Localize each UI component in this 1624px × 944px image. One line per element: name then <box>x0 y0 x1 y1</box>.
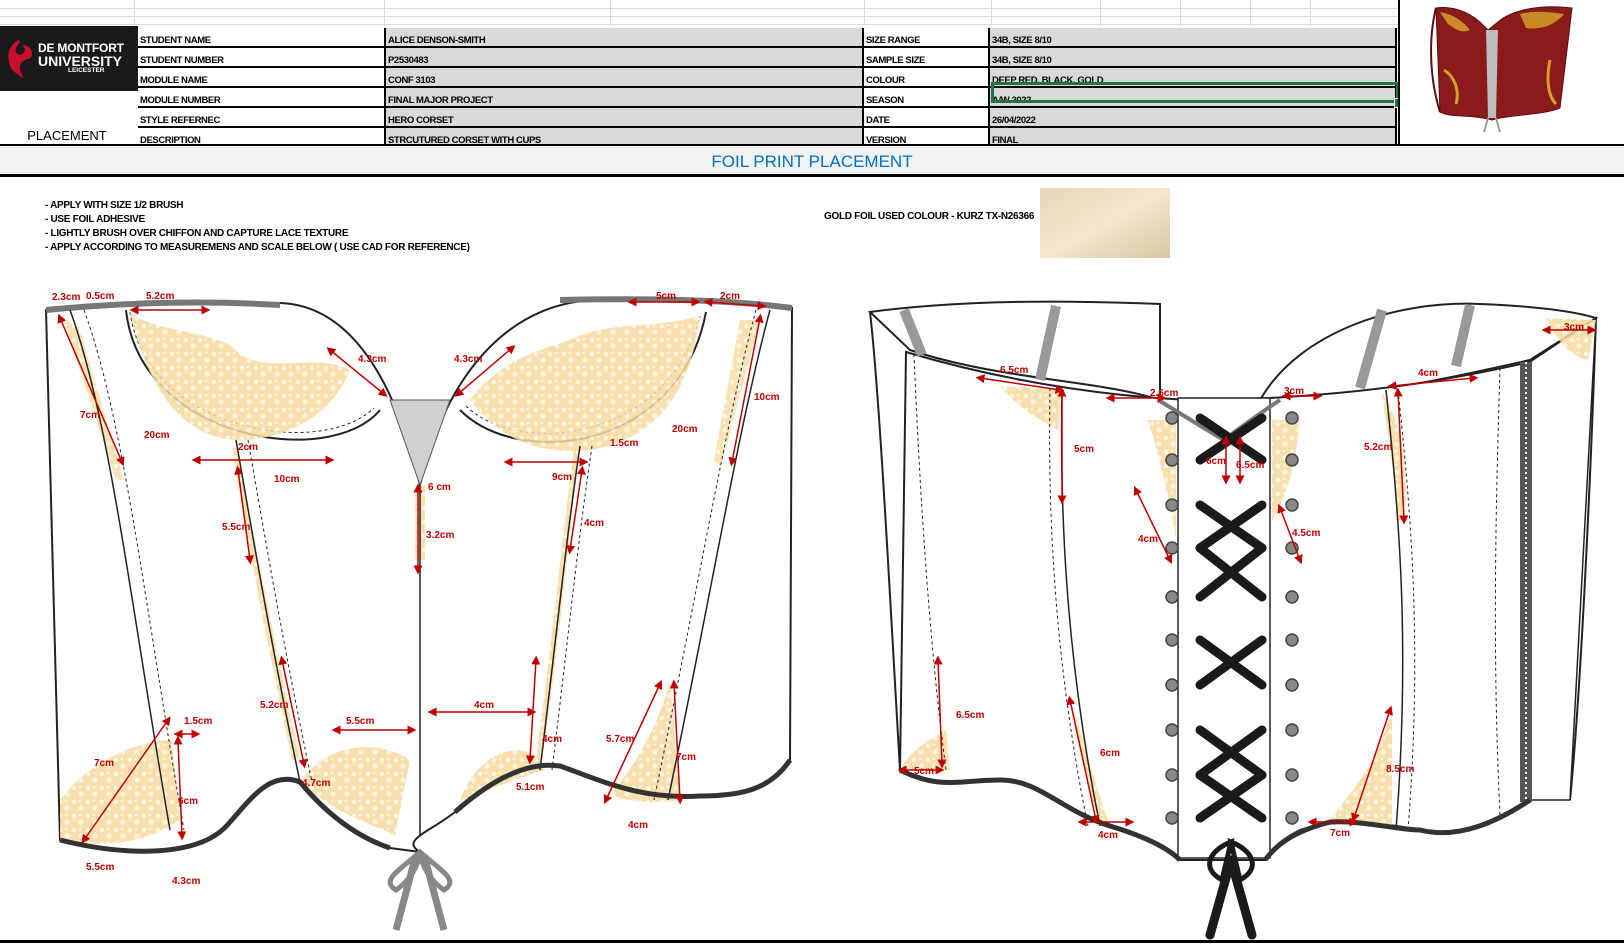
corset-technical-drawing: 2.3cm 0.5cm 5.2cm 5cm 2cm 4.3cm 4.3cm 10… <box>44 291 1599 940</box>
back-measure-labels: 3cm 6.5cm 2.6cm 3cm 4cm 5cm 6cm 6.5cm 5.… <box>914 322 1584 841</box>
sample-size-value[interactable]: 34B, SIZE 8/10 <box>989 47 1397 68</box>
measure-label: 7cm <box>676 752 696 763</box>
sample-size-label[interactable]: SAMPLE SIZE <box>863 47 990 68</box>
measure-label: 6.5cm <box>1000 365 1028 376</box>
module-name-label[interactable]: MODULE NAME <box>138 67 386 88</box>
colour-label[interactable]: COLOUR <box>863 67 990 88</box>
front-view: 2.3cm 0.5cm 5.2cm 5cm 2cm 4.3cm 4.3cm 10… <box>44 291 794 931</box>
instruction-item: - APPLY WITH SIZE 1/2 BRUSH <box>45 200 184 211</box>
measure-label: 6cm <box>1100 748 1120 759</box>
selected-cell-outline[interactable] <box>991 82 1399 103</box>
measure-label: 20cm <box>144 430 170 441</box>
measure-label: 5.5cm <box>86 862 114 873</box>
back-view: 3cm 6.5cm 2.6cm 3cm 4cm 5cm 6cm 6.5cm 5.… <box>867 300 1599 940</box>
measure-label: 5cm <box>656 291 676 302</box>
measure-label: 4cm <box>1138 534 1158 545</box>
measure-label: 5.2cm <box>1364 442 1392 453</box>
corset-reference-image <box>1398 0 1624 144</box>
season-label[interactable]: SEASON <box>863 87 990 108</box>
measure-label: 6cm <box>1206 456 1226 467</box>
measure-label: 7cm <box>94 758 114 769</box>
module-name-value[interactable]: CONF 3103 <box>385 67 864 88</box>
style-reference-value[interactable]: HERO CORSET <box>385 107 864 128</box>
measure-label: 9cm <box>552 472 572 483</box>
measure-label: 4cm <box>628 820 648 831</box>
measure-label: 5.5cm <box>346 716 374 727</box>
measure-label: 5.2cm <box>146 291 174 302</box>
table-row: STUDENT NAME ALICE DENSON-SMITH SIZE RAN… <box>138 28 1397 48</box>
university-logo: DE MONTFORT UNIVERSITY LEICESTER <box>0 26 138 91</box>
measure-label: 5.1cm <box>516 782 544 793</box>
measure-label: 6cm <box>178 796 198 807</box>
measure-label: 8.5cm <box>1386 764 1414 775</box>
foil-colour-label: GOLD FOIL USED COLOUR - KURZ TX-N26366 <box>824 211 1035 222</box>
measure-label: 4.3cm <box>358 354 386 365</box>
measure-label: 6 cm <box>428 482 451 493</box>
date-label[interactable]: DATE <box>863 107 990 128</box>
placement-label: PLACEMENT <box>27 128 107 143</box>
measure-label: 20cm <box>672 424 698 435</box>
measure-label: 0.5cm <box>86 291 114 302</box>
measure-label: 5cm <box>1074 444 1094 455</box>
student-number-label[interactable]: STUDENT NUMBER <box>138 47 386 68</box>
wyvern-crest-icon <box>8 39 32 78</box>
date-value[interactable]: 26/04/2022 <box>989 107 1397 128</box>
measure-label: 2.3cm <box>52 292 80 303</box>
measure-label: 2cm <box>238 442 258 453</box>
measure-label: 4.5cm <box>1292 528 1320 539</box>
page-bottom-rule <box>0 940 1624 943</box>
measure-label: 4.7cm <box>302 778 330 789</box>
instruction-item: - LIGHTLY BRUSH OVER CHIFFON AND CAPTURE… <box>45 228 349 239</box>
size-range-value[interactable]: 34B, SIZE 8/10 <box>989 28 1397 48</box>
student-name-label[interactable]: STUDENT NAME <box>138 28 386 48</box>
instruction-item: - APPLY ACCORDING TO MEASUREMENS AND SCA… <box>45 242 470 253</box>
logo-line-3: LEICESTER <box>68 67 105 75</box>
instructions-list: - APPLY WITH SIZE 1/2 BRUSH - USE FOIL A… <box>45 199 470 255</box>
instruction-item: - USE FOIL ADHESIVE <box>45 214 145 225</box>
measure-label: 3cm <box>1284 386 1304 397</box>
module-number-label[interactable]: MODULE NUMBER <box>138 87 386 108</box>
measure-label: 10cm <box>274 474 300 485</box>
student-number-value[interactable]: P2530483 <box>385 47 864 68</box>
measure-label: 3.2cm <box>426 530 454 541</box>
measure-label: 2.6cm <box>1150 388 1178 399</box>
section-title: FOIL PRINT PLACEMENT <box>711 152 913 171</box>
measure-label: 7cm <box>80 410 100 421</box>
size-range-label[interactable]: SIZE RANGE <box>863 28 990 48</box>
logo-line-2: UNIVERSITY <box>38 53 123 70</box>
front-measure-labels: 2.3cm 0.5cm 5.2cm 5cm 2cm 4.3cm 4.3cm 10… <box>52 291 780 887</box>
measure-label: 2cm <box>720 291 740 302</box>
table-row: STUDENT NUMBER P2530483 SAMPLE SIZE 34B,… <box>138 47 1397 68</box>
gold-foil-swatch <box>1040 188 1170 258</box>
student-name-value[interactable]: ALICE DENSON-SMITH <box>385 28 864 48</box>
measure-label: 7cm <box>1330 828 1350 839</box>
measure-label: 5.7cm <box>606 734 634 745</box>
measure-label: 5.5cm <box>222 522 250 533</box>
measure-label: 1.5cm <box>184 716 212 727</box>
measure-label: 4cm <box>474 700 494 711</box>
measure-label: 5.2cm <box>260 700 288 711</box>
style-reference-label[interactable]: STYLE REFERNEC <box>138 107 386 128</box>
table-row: STYLE REFERNEC HERO CORSET DATE 26/04/20… <box>138 107 1397 128</box>
measure-label: 3cm <box>1564 322 1584 333</box>
measure-label: 4.3cm <box>454 354 482 365</box>
module-number-value[interactable]: FINAL MAJOR PROJECT <box>385 87 864 108</box>
measure-label: 6.5cm <box>1236 460 1264 471</box>
measure-label: 4cm <box>1418 368 1438 379</box>
spreadsheet-grid <box>0 0 1398 26</box>
logo-line-1: DE MONTFORT <box>38 41 124 56</box>
measure-label: 4cm <box>584 518 604 529</box>
section-header: FOIL PRINT PLACEMENT <box>0 144 1624 177</box>
measure-label: 4cm <box>1098 830 1118 841</box>
measure-label: 10cm <box>754 392 780 403</box>
measure-label: 4.3cm <box>172 876 200 887</box>
measure-label: 4cm <box>542 734 562 745</box>
measure-label: 6.5cm <box>956 710 984 721</box>
measure-label: 5cm <box>914 766 934 777</box>
measure-label: 1.5cm <box>610 438 638 449</box>
